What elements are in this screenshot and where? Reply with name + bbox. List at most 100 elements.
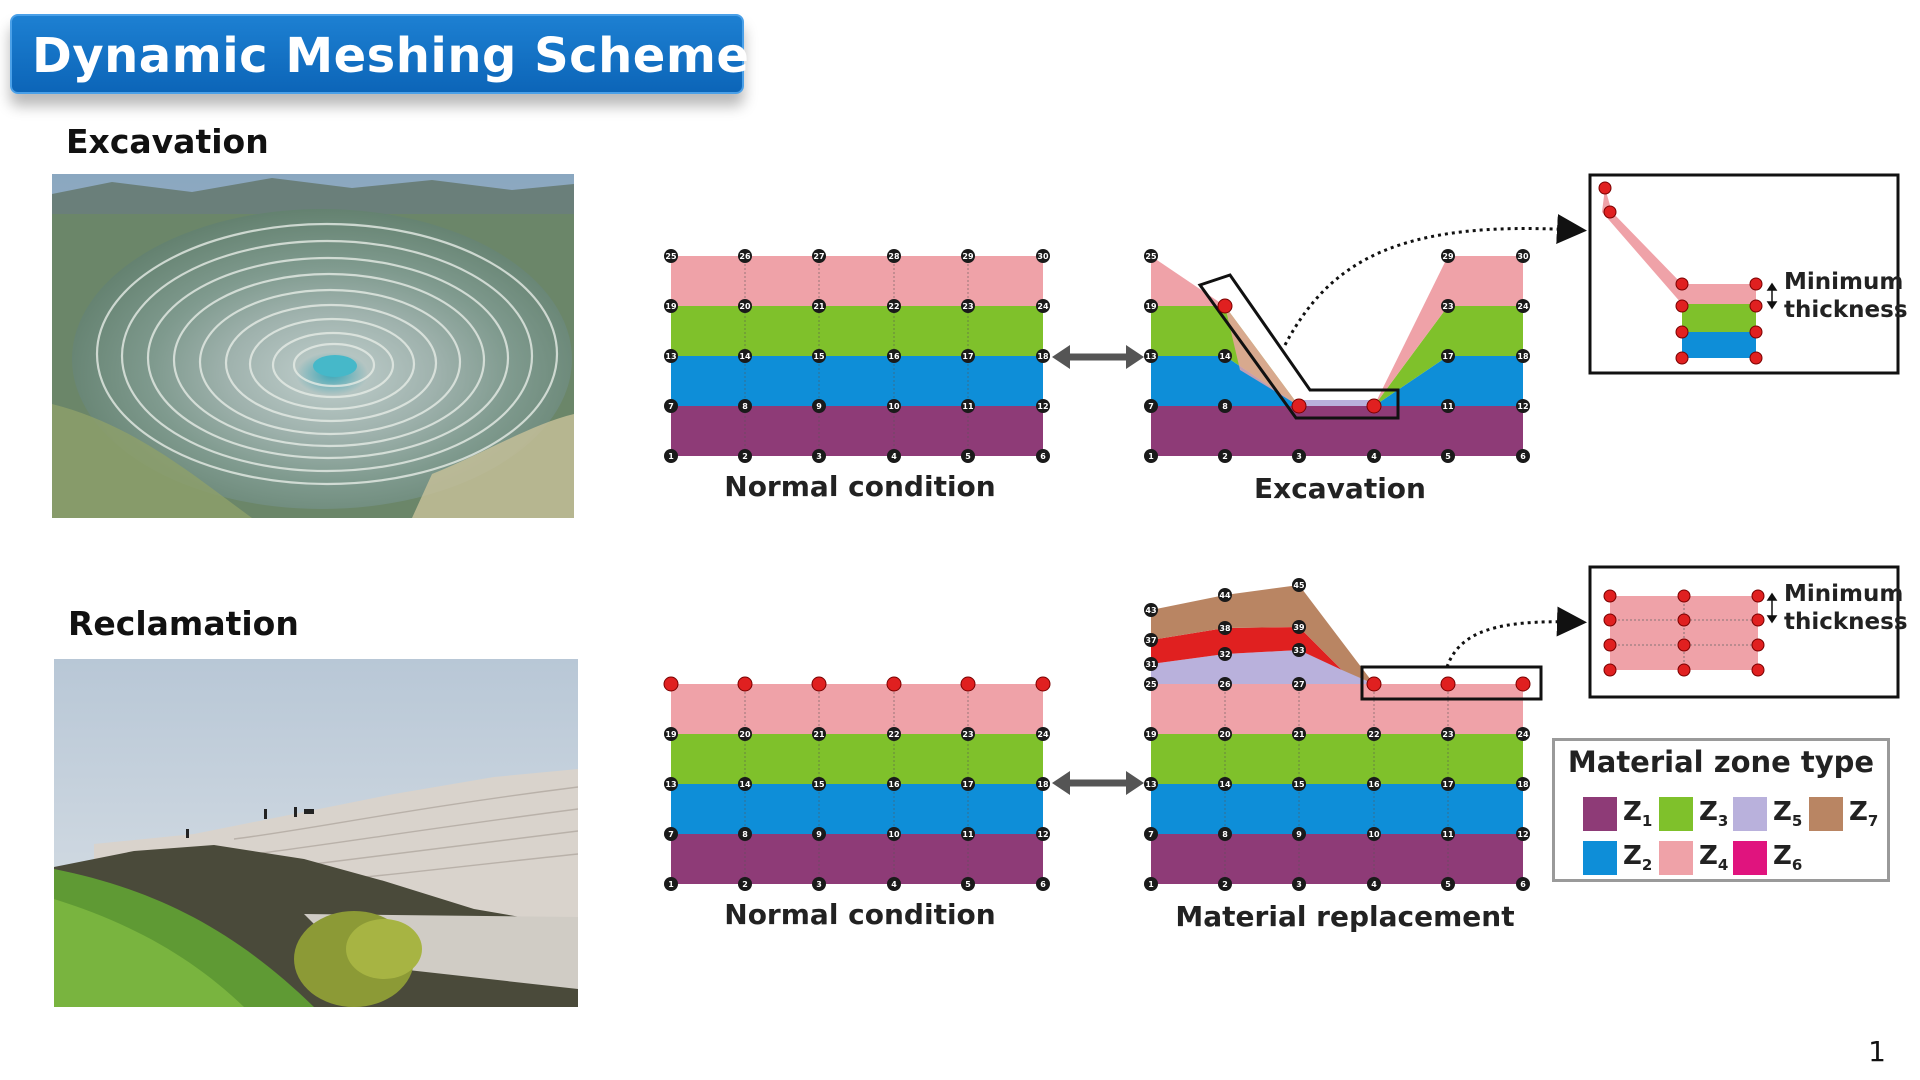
mesh-node: 26	[1218, 677, 1232, 691]
svg-text:37: 37	[1145, 636, 1156, 645]
svg-text:11: 11	[962, 830, 974, 839]
svg-text:25: 25	[1145, 680, 1157, 689]
mesh-node: 14	[1218, 777, 1232, 791]
mesh-node: 37	[1144, 633, 1158, 647]
mesh-node: 7	[664, 827, 678, 841]
svg-text:21: 21	[813, 302, 825, 311]
caption-normal-condition-top: Normal condition	[724, 470, 996, 503]
svg-text:4: 4	[1371, 880, 1377, 889]
mesh-node	[1751, 589, 1765, 603]
svg-text:6: 6	[1520, 880, 1526, 889]
svg-text:19: 19	[1145, 302, 1157, 311]
svg-text:7: 7	[668, 830, 674, 839]
mesh-node: 17	[961, 349, 975, 363]
svg-text:23: 23	[1442, 730, 1453, 739]
svg-text:8: 8	[742, 402, 748, 411]
mesh-node: 12	[1036, 827, 1050, 841]
mesh-node: 14	[738, 777, 752, 791]
mesh-node: 6	[1036, 877, 1050, 891]
mesh-node: 1	[1144, 877, 1158, 891]
mesh-node	[886, 676, 902, 692]
mesh-node	[811, 676, 827, 692]
mesh-node: 30	[1516, 249, 1530, 263]
mesh-node	[1440, 676, 1456, 692]
mesh-node	[1035, 676, 1051, 692]
legend-label: Z3	[1699, 797, 1729, 831]
svg-text:13: 13	[665, 352, 676, 361]
mesh-node: 18	[1036, 349, 1050, 363]
mesh-node: 6	[1516, 877, 1530, 891]
mesh-node: 21	[812, 299, 826, 313]
mesh-node: 24	[1036, 727, 1050, 741]
mesh-node: 21	[1292, 727, 1306, 741]
mesh-node: 7	[1144, 399, 1158, 413]
mesh-node: 2	[1218, 449, 1232, 463]
caption-normal-condition-bottom: Normal condition	[724, 898, 996, 931]
mesh-node: 9	[812, 827, 826, 841]
mesh-normal-top	[671, 256, 1043, 456]
svg-text:20: 20	[1219, 730, 1231, 739]
mesh-node: 18	[1516, 349, 1530, 363]
legend-swatch	[1583, 841, 1617, 875]
svg-text:4: 4	[1371, 452, 1377, 461]
legend-label: Z1	[1623, 797, 1653, 831]
mesh-node: 22	[1367, 727, 1381, 741]
open-pit-mine-photo	[52, 174, 574, 518]
mesh-node: 25	[664, 249, 678, 263]
mesh-node	[1749, 299, 1763, 313]
svg-text:1: 1	[668, 452, 674, 461]
mesh-node: 39	[1292, 620, 1306, 634]
page-title: Dynamic Meshing Scheme	[32, 28, 750, 84]
mesh-node	[1675, 277, 1689, 291]
mesh-node	[1217, 298, 1233, 314]
mesh-node: 15	[1292, 777, 1306, 791]
svg-text:19: 19	[1145, 730, 1157, 739]
svg-text:22: 22	[1368, 730, 1379, 739]
svg-text:2: 2	[1222, 880, 1228, 889]
mesh-excavation	[1151, 256, 1523, 456]
svg-text:8: 8	[742, 830, 748, 839]
mesh-node	[1677, 589, 1691, 603]
svg-text:11: 11	[1442, 830, 1454, 839]
svg-text:14: 14	[1219, 780, 1231, 789]
legend-label: Z7	[1849, 797, 1879, 831]
mesh-node: 5	[961, 877, 975, 891]
svg-text:17: 17	[962, 352, 973, 361]
svg-text:12: 12	[1517, 830, 1528, 839]
svg-text:5: 5	[1445, 452, 1451, 461]
mesh-node: 11	[961, 827, 975, 841]
section-label-excavation: Excavation	[66, 122, 269, 161]
svg-text:3: 3	[1296, 452, 1302, 461]
svg-text:1: 1	[1148, 452, 1154, 461]
svg-text:38: 38	[1219, 624, 1231, 633]
mesh-node	[1677, 638, 1691, 652]
svg-text:22: 22	[888, 730, 899, 739]
mesh-node: 33	[1292, 643, 1306, 657]
mesh-node: 21	[812, 727, 826, 741]
mesh-node: 15	[812, 777, 826, 791]
svg-text:11: 11	[1442, 402, 1454, 411]
svg-text:3: 3	[1296, 880, 1302, 889]
mesh-node	[1598, 181, 1612, 195]
mesh-node: 44	[1218, 588, 1232, 602]
mesh-node: 8	[1218, 827, 1232, 841]
double-arrow-bottom-icon	[1052, 771, 1144, 795]
svg-text:10: 10	[888, 402, 900, 411]
svg-text:10: 10	[1368, 830, 1380, 839]
svg-text:24: 24	[1037, 730, 1049, 739]
zoom-box-excavation	[1588, 173, 1900, 375]
mesh-node	[1291, 398, 1307, 414]
mesh-node: 23	[961, 727, 975, 741]
mesh-node: 25	[1144, 249, 1158, 263]
svg-text:6: 6	[1040, 880, 1046, 889]
svg-text:17: 17	[1442, 780, 1453, 789]
svg-text:24: 24	[1517, 302, 1529, 311]
svg-text:6: 6	[1520, 452, 1526, 461]
svg-text:25: 25	[1145, 252, 1157, 261]
svg-text:29: 29	[962, 252, 974, 261]
mesh-node: 4	[887, 449, 901, 463]
legend-swatch	[1809, 797, 1843, 831]
mesh-node: 27	[812, 249, 826, 263]
